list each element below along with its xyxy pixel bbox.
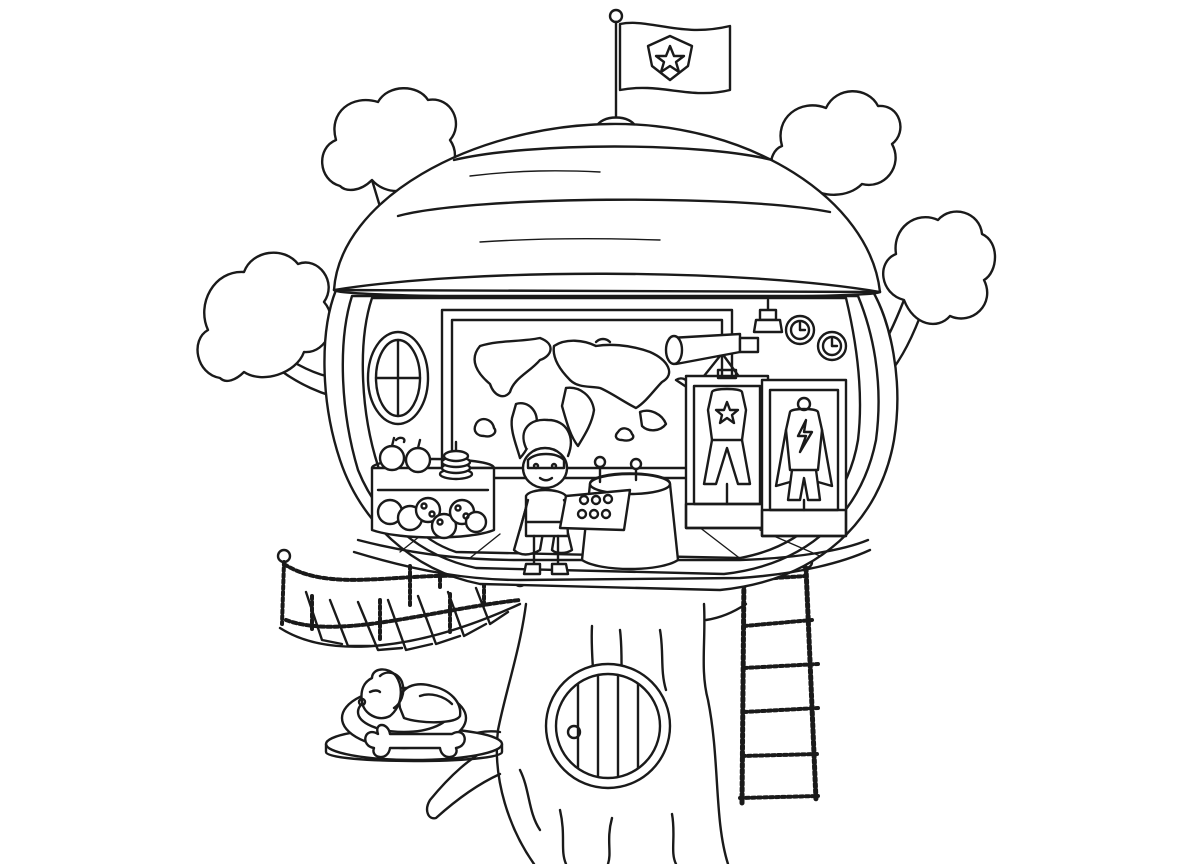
lightning-bolt-icon: [798, 420, 812, 452]
clock-icon: [818, 332, 846, 360]
porthole-window: [368, 332, 428, 424]
pancake-stack: [440, 442, 472, 479]
costume-case-left: [686, 370, 768, 528]
snack-counter: [372, 438, 494, 538]
costume-case-right: [762, 380, 846, 536]
leaf-cloud-right: [883, 212, 995, 324]
leaf-cloud-left: [198, 253, 332, 381]
flag: [610, 10, 730, 120]
dog-platform: [326, 669, 502, 761]
star-shield-icon: [648, 36, 692, 80]
telescope: [666, 334, 758, 378]
fruit: [380, 438, 430, 472]
dome-roof: [334, 124, 880, 298]
control-console: [582, 457, 678, 569]
tablet-device: [560, 490, 630, 530]
door-knob: [568, 726, 580, 738]
sleeping-dog: [359, 669, 460, 722]
rope-ladder: [738, 556, 818, 804]
hanging-lamp: [754, 300, 782, 332]
clock-icon: [786, 316, 814, 344]
leaf-cloud-top-left: [322, 88, 456, 191]
bone-pillow: [365, 725, 464, 757]
tree-foliage: [198, 88, 995, 400]
round-door: [546, 664, 670, 788]
star-icon: [716, 402, 738, 423]
